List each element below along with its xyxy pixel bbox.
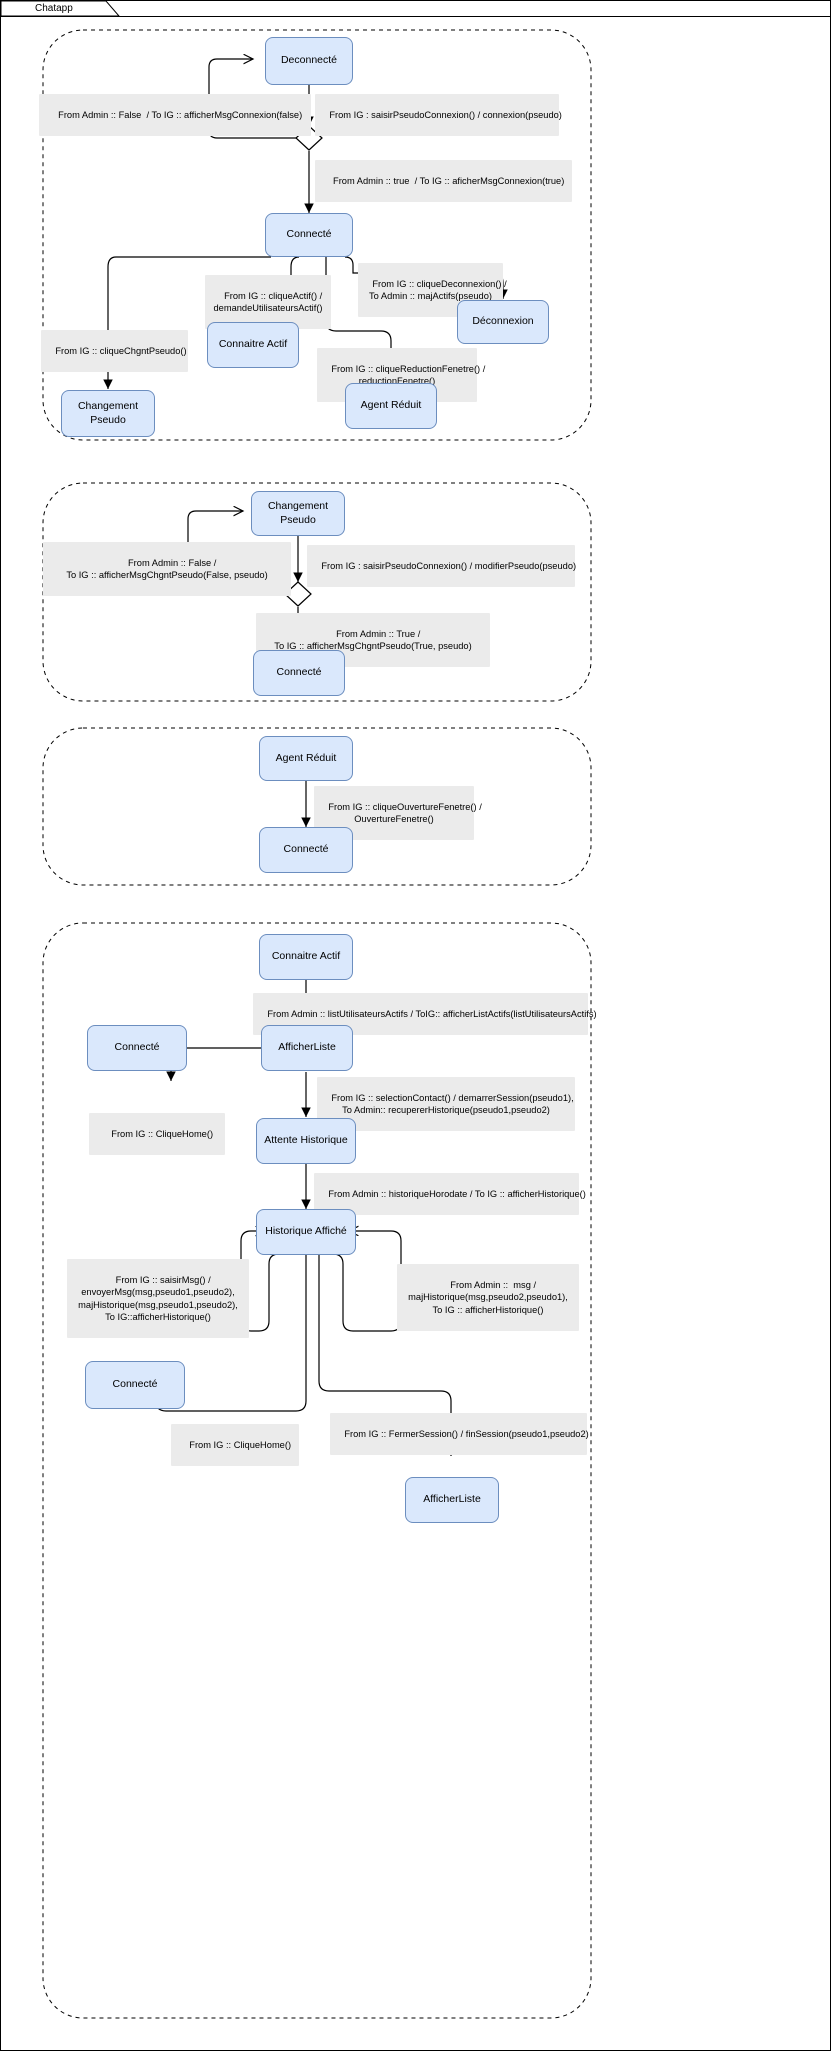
transition-label-cliqueOuvertureFenetre: From IG :: cliqueOuvertureFenetre() / Ou… xyxy=(314,786,482,841)
state-label: Connaitre Actif xyxy=(218,338,288,351)
transition-text: From IG :: CliqueHome() xyxy=(111,1128,214,1139)
transition-label-fermerSession: From IG :: FermerSession() / finSession(… xyxy=(330,1413,589,1455)
transition-text: From IG :: selectionContact() / demarrer… xyxy=(331,1092,574,1116)
state-connecte[interactable]: Connecté xyxy=(265,213,353,257)
transition-label-aficherMsgConnexion-true: From Admin :: true / To IG :: aficherMsg… xyxy=(315,160,572,202)
transition-text: From IG :: CliqueHome() xyxy=(189,1439,292,1450)
state-label: Connaitre Actif xyxy=(271,950,341,963)
transition-label-modifierPseudo: From IG : saisirPseudoConnexion() / modi… xyxy=(307,545,577,587)
state-s-connaitre-actif[interactable]: Connaitre Actif xyxy=(259,934,353,980)
state-label: Connecté xyxy=(112,1378,158,1391)
state-label: Deconnecté xyxy=(280,54,338,67)
state-cp-changement-pseudo[interactable]: Changement Pseudo xyxy=(251,491,345,536)
state-connaitre-actif[interactable]: Connaitre Actif xyxy=(207,322,299,368)
state-s-connecte-2[interactable]: Connecté xyxy=(85,1361,185,1409)
transition-label-selectionContact: From IG :: selectionContact() / demarrer… xyxy=(317,1077,575,1132)
transition-label-afficherMsgChgntPseudo-false: From Admin :: False / To IG :: afficherM… xyxy=(43,542,291,597)
state-label: Connecté xyxy=(286,228,332,241)
state-ar-connecte[interactable]: Connecté xyxy=(259,827,353,873)
tab-shape xyxy=(1,1,121,17)
transition-label-historiqueHorodate: From Admin :: historiqueHorodate / To IG… xyxy=(314,1173,586,1215)
transition-label-afficherMsgConnexion-false: From Admin :: False / To IG :: afficherM… xyxy=(39,94,311,136)
transition-text: From IG :: saisirMsg() / envoyerMsg(msg,… xyxy=(78,1274,238,1323)
transition-text: From IG :: cliqueReductionFenetre() / re… xyxy=(331,363,486,387)
region-box-4 xyxy=(42,922,592,2019)
transition-text: From IG :: cliqueChgntPseudo() xyxy=(55,345,187,356)
state-s-connecte-1[interactable]: Connecté xyxy=(87,1025,187,1071)
state-label: Changement Pseudo xyxy=(267,500,329,526)
transition-text: From Admin :: False / To IG :: afficherM… xyxy=(58,109,303,120)
state-changement-pseudo[interactable]: Changement Pseudo xyxy=(61,390,155,437)
state-label: Attente Historique xyxy=(264,1134,348,1147)
state-label: Changement Pseudo xyxy=(77,400,139,426)
transition-text: From IG : saisirPseudoConnexion() / conn… xyxy=(329,109,562,120)
region-box-1 xyxy=(42,29,592,441)
state-label: Historique Affiché xyxy=(265,1225,347,1238)
state-label: Agent Réduit xyxy=(275,751,337,764)
state-s-afficherliste[interactable]: AfficherListe xyxy=(261,1025,353,1071)
transition-text: From Admin :: True / To IG :: afficherMs… xyxy=(274,628,472,652)
state-label: Connecté xyxy=(276,666,322,679)
transition-label-cliquehome-2: From IG :: CliqueHome() xyxy=(171,1424,299,1466)
state-deconnecte[interactable]: Deconnecté xyxy=(265,37,353,85)
transition-label-afficherMsgChgntPseudo-true: From Admin :: True / To IG :: afficherMs… xyxy=(256,613,490,668)
transition-text: From IG : saisirPseudoConnexion() / modi… xyxy=(321,560,577,571)
window-tab-bar: Chatapp xyxy=(1,1,830,17)
transition-text: From IG :: cliqueActif() / demandeUtilis… xyxy=(213,290,323,314)
state-s-attente-historique[interactable]: Attente Historique xyxy=(256,1118,356,1164)
state-label: AfficherListe xyxy=(423,1493,481,1506)
state-label: Connecté xyxy=(114,1041,160,1054)
state-label: Déconnexion xyxy=(472,315,534,328)
transition-text: From IG :: FermerSession() / finSession(… xyxy=(344,1428,589,1439)
transition-label-cliquehome-1: From IG :: CliqueHome() xyxy=(89,1113,225,1155)
transition-text: From Admin :: historiqueHorodate / To IG… xyxy=(328,1188,586,1199)
state-agent-reduit[interactable]: Agent Réduit xyxy=(345,383,437,429)
transition-label-majHistorique: From Admin :: msg / majHistorique(msg,ps… xyxy=(397,1264,579,1331)
transition-text: From IG :: cliqueOuvertureFenetre() / Ou… xyxy=(328,801,482,825)
state-label: Agent Réduit xyxy=(360,399,422,412)
state-label: Connecté xyxy=(283,843,329,856)
transition-text: From Admin :: False / To IG :: afficherM… xyxy=(66,557,268,581)
state-label: AfficherListe xyxy=(278,1041,336,1054)
state-ar-agent-reduit[interactable]: Agent Réduit xyxy=(259,736,353,781)
transition-text: From IG :: cliqueDeconnexion() / To Admi… xyxy=(369,278,507,302)
transition-label-saisirMsg: From IG :: saisirMsg() / envoyerMsg(msg,… xyxy=(67,1259,249,1339)
transition-label-saisirPseudoConnexion: From IG : saisirPseudoConnexion() / conn… xyxy=(315,94,562,136)
state-s-historique-affiche[interactable]: Historique Affiché xyxy=(256,1209,356,1255)
state-cp-connecte[interactable]: Connecté xyxy=(253,650,345,696)
state-s-afficherliste-2[interactable]: AfficherListe xyxy=(405,1477,499,1523)
transition-label-cliqueActif: From IG :: cliqueActif() / demandeUtilis… xyxy=(205,275,331,330)
window-tab-label[interactable]: Chatapp xyxy=(35,3,73,14)
transition-text: From Admin :: true / To IG :: aficherMsg… xyxy=(333,175,565,186)
state-deconnexion[interactable]: Déconnexion xyxy=(457,300,549,344)
region-box-3 xyxy=(42,727,592,886)
transition-text: From Admin :: msg / majHistorique(msg,ps… xyxy=(408,1279,568,1315)
transition-text: From Admin :: listUtilisateursActifs / T… xyxy=(267,1008,597,1019)
transition-label-cliqueChgntPseudo: From IG :: cliqueChgntPseudo() xyxy=(41,330,188,372)
